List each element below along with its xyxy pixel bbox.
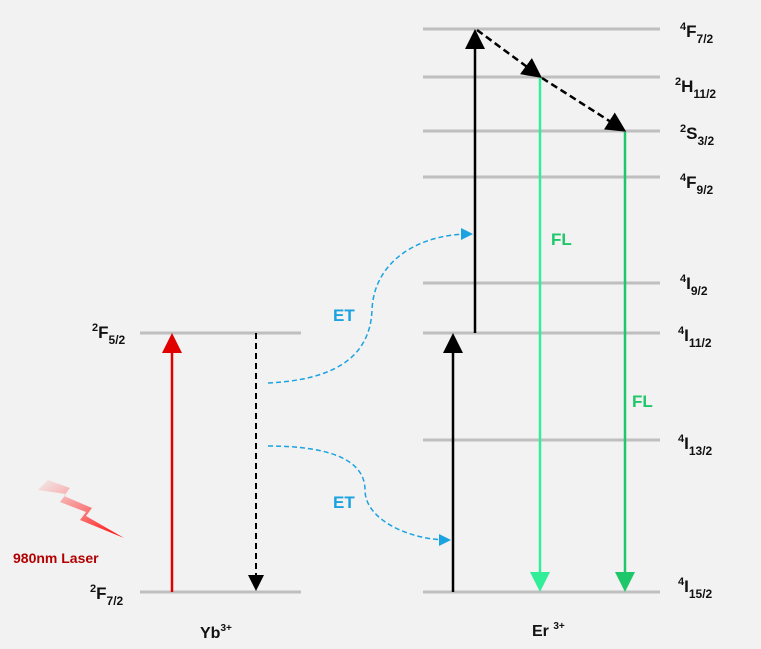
- er-label-6: 4I13/2: [678, 433, 713, 458]
- energy-transfer-arrow-1: [267, 228, 473, 384]
- er-label-2: 2S3/2: [680, 123, 715, 148]
- et-label-1: ET: [333, 306, 355, 325]
- nonradiative-arrow-2: [541, 76, 627, 132]
- er-label-0: 4F7/2: [680, 21, 714, 46]
- nonradiative-arrow-1: [476, 28, 543, 78]
- er-label-5: 4I11/2: [678, 325, 712, 350]
- energy-levels: [140, 27, 660, 594]
- er-label-1: 2H11/2: [675, 76, 717, 101]
- er-label-4: 4I9/2: [680, 273, 708, 298]
- yb-ion-label: Yb3+: [200, 623, 232, 642]
- laser-bolt-icon: [38, 480, 124, 538]
- energy-transfer-arrow-2: [267, 445, 451, 546]
- yb-label-2F7/2: 2F7/2: [90, 583, 124, 608]
- et-label-2: ET: [333, 493, 355, 512]
- fl-label-2: FL: [632, 392, 653, 411]
- er-label-7: 4I15/2: [678, 576, 713, 601]
- er-ion-label: Er 3+: [532, 621, 565, 640]
- er-label-3: 4F9/2: [680, 172, 714, 197]
- fl-label-1: FL: [551, 230, 572, 249]
- yb-label-2F5/2: 2F5/2: [92, 322, 126, 347]
- laser-label: 980nm Laser: [13, 550, 99, 566]
